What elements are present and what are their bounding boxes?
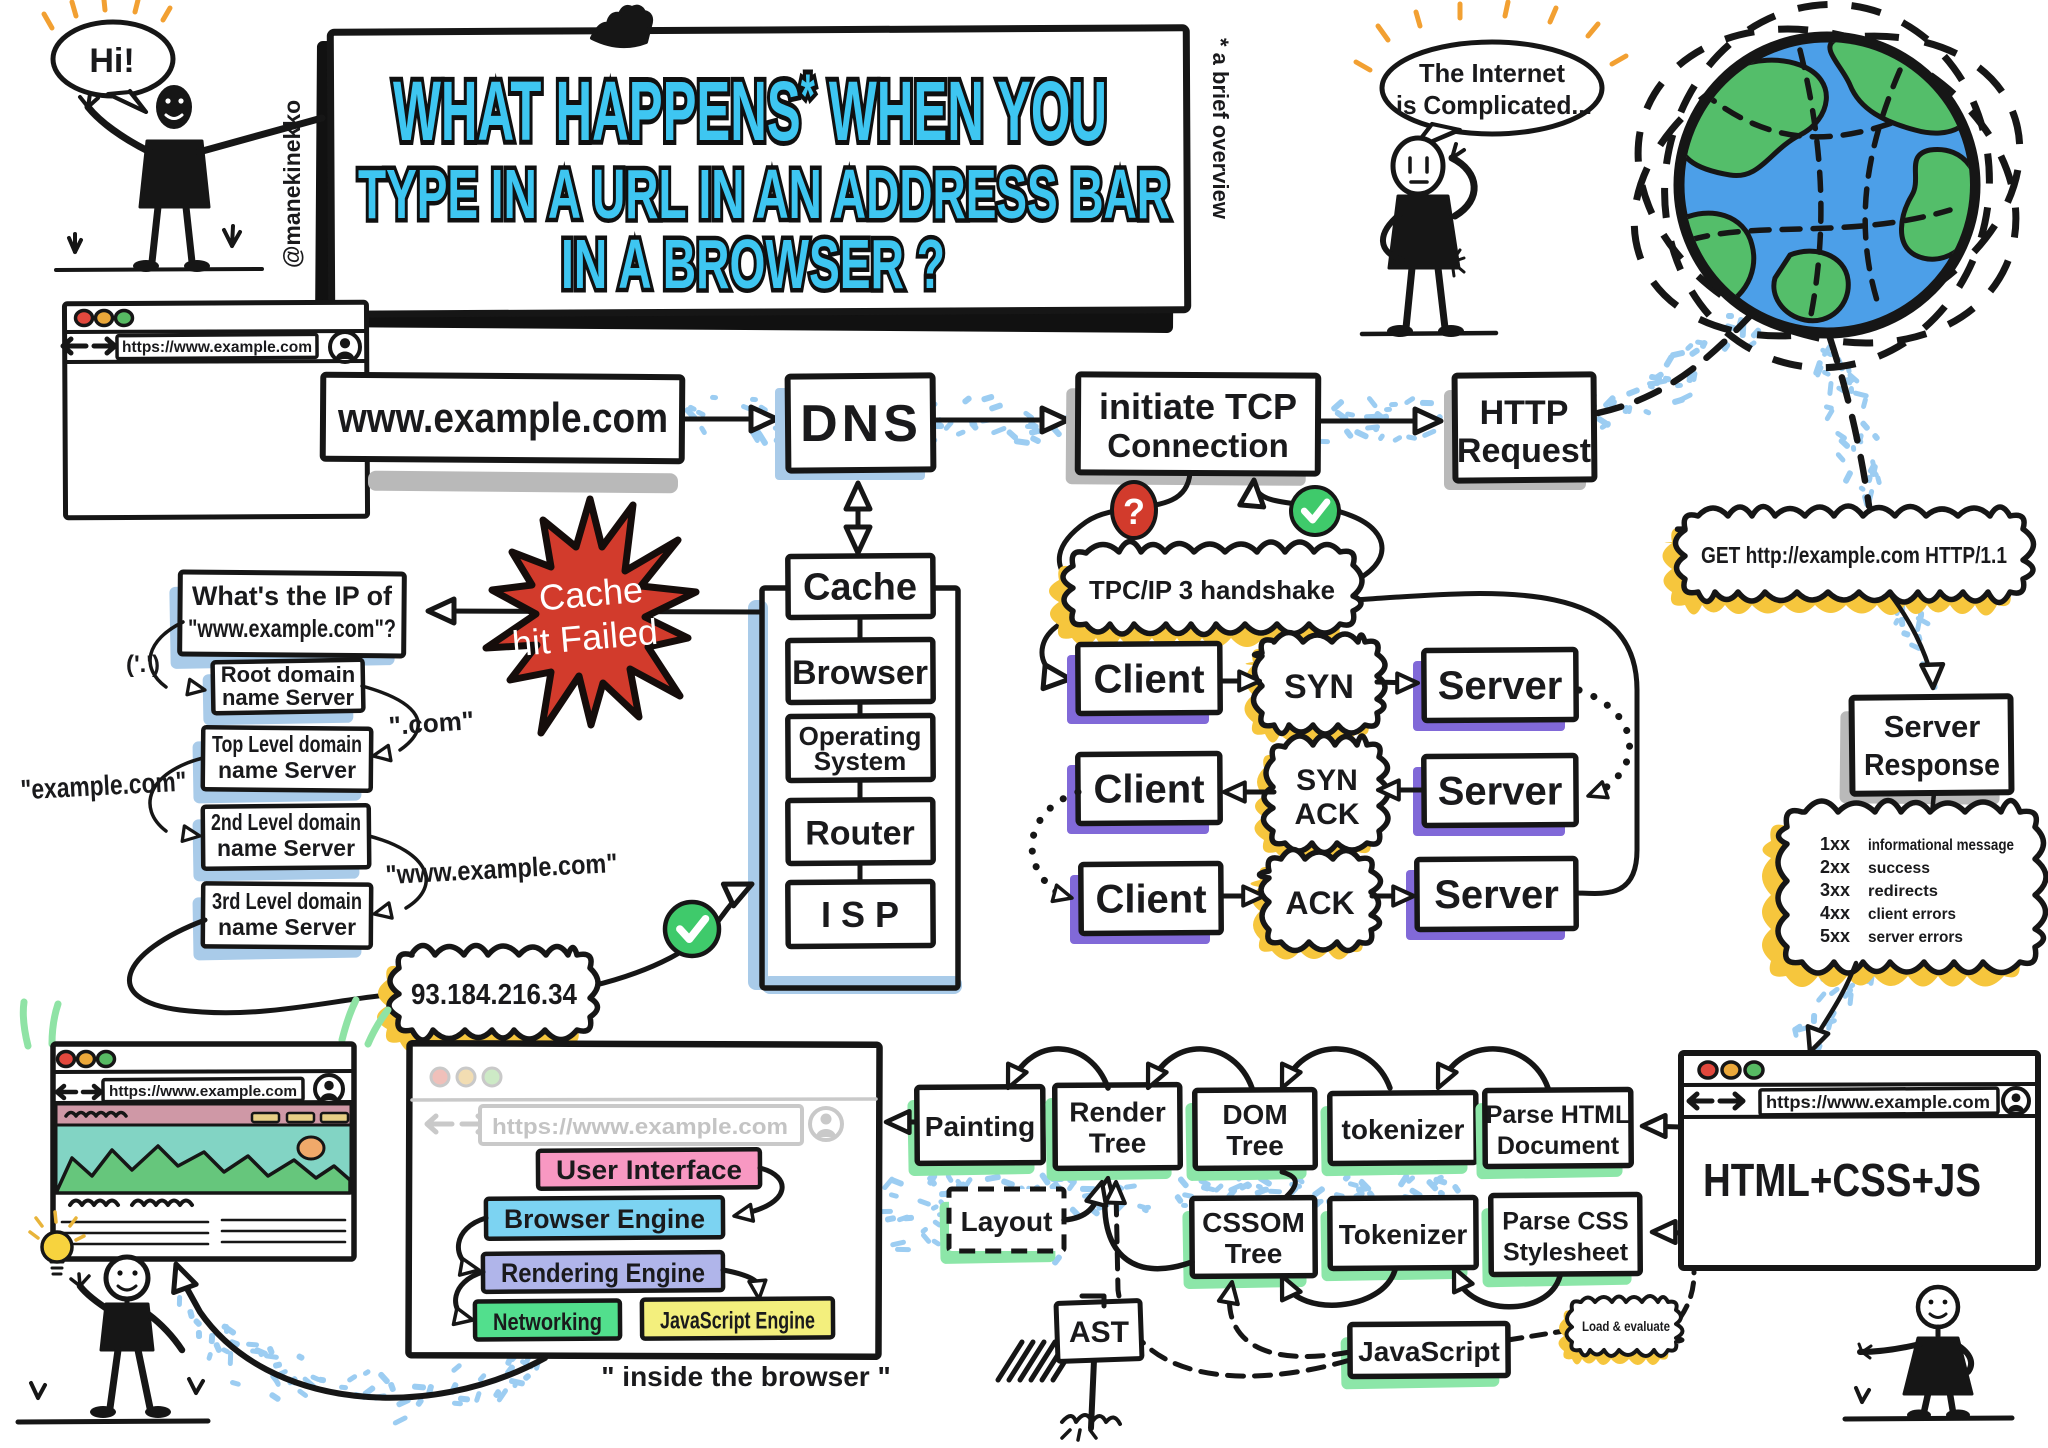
svg-text:https://www.example.com: https://www.example.com [122,339,312,356]
svg-text:informational message: informational message [1868,837,2014,854]
svg-text:https://www.example.com: https://www.example.com [109,1083,297,1100]
svg-text:Root domain: Root domain [221,662,355,687]
svg-text:System: System [814,746,907,776]
svg-text:redirects: redirects [1868,883,1938,900]
svg-text:Painting: Painting [925,1111,1035,1142]
svg-text:Server: Server [1434,873,1559,917]
svg-text:https://www.example.com: https://www.example.com [492,1114,788,1139]
svg-text:WHAT HAPPENS* WHEN YOU: WHAT HAPPENS* WHEN YOU [393,62,1107,158]
svg-text:I S P: I S P [821,894,899,935]
svg-text:Top Level domain: Top Level domain [212,731,362,757]
svg-text:ACK: ACK [1295,798,1360,831]
svg-text:4xx: 4xx [1820,903,1850,923]
svg-text:Browser: Browser [792,654,928,692]
svg-text:Server: Server [1438,770,1563,814]
svg-text:" inside the browser ": " inside the browser " [601,1361,891,1392]
svg-text:Stylesheet: Stylesheet [1503,1239,1629,1267]
svg-text:Client: Client [1093,768,1204,812]
svg-text:HTTP: HTTP [1480,394,1569,432]
svg-text:client errors: client errors [1868,906,1956,923]
svg-text:Rendering Engine: Rendering Engine [501,1258,705,1288]
svg-text:name Server: name Server [218,914,356,940]
svg-text:93.184.216.34: 93.184.216.34 [411,979,577,1011]
svg-text:Server: Server [1884,709,1981,744]
svg-text:Client: Client [1095,878,1206,922]
svg-text:('.'): ('.') [126,651,160,678]
svg-text:DOM: DOM [1222,1099,1287,1130]
svg-text:Tree: Tree [1225,1238,1283,1269]
svg-text:?: ? [1123,491,1145,532]
svg-text:Load & evaluate: Load & evaluate [1582,1319,1670,1334]
svg-text:initiate TCP: initiate TCP [1099,386,1297,427]
svg-text:What's the IP of: What's the IP of [192,581,393,611]
svg-text:success: success [1868,860,1930,877]
svg-text:Layout: Layout [961,1206,1053,1237]
svg-text:Router: Router [805,815,915,853]
svg-text:* a brief overview: * a brief overview [1208,38,1233,220]
svg-text:Cache: Cache [803,567,917,609]
svg-text:SYN: SYN [1296,764,1358,797]
svg-text:Networking: Networking [493,1309,602,1336]
svg-text:Response: Response [1864,747,2000,782]
svg-text:"www.example.com"?: "www.example.com"? [188,615,396,643]
svg-text:Parse HTML: Parse HTML [1486,1101,1630,1129]
svg-text:Tree: Tree [1226,1130,1284,1161]
svg-text:Hi!: Hi! [89,42,134,80]
svg-text:Document: Document [1497,1132,1620,1160]
svg-text:IN A BROWSER ?: IN A BROWSER ? [561,225,945,303]
svg-text:3rd Level domain: 3rd Level domain [212,888,362,914]
svg-text:Server: Server [1438,664,1563,708]
svg-text:TYPE IN A URL IN AN ADDRESS BA: TYPE IN A URL IN AN ADDRESS BAR [358,155,1170,233]
svg-text:1xx: 1xx [1820,834,1850,854]
svg-text:DNS: DNS [800,395,922,453]
svg-text:3xx: 3xx [1820,880,1850,900]
svg-text:ACK: ACK [1285,885,1354,921]
svg-text:Parse CSS: Parse CSS [1502,1208,1628,1236]
svg-text:Browser Engine: Browser Engine [504,1204,705,1234]
svg-text:name Server: name Server [218,757,356,783]
svg-text:TPC/IP 3 handshake: TPC/IP 3 handshake [1089,575,1335,605]
svg-text:Request: Request [1457,432,1591,470]
svg-text:www.example.com: www.example.com [337,394,668,441]
svg-text:2xx: 2xx [1820,857,1850,877]
svg-text:AST: AST [1069,1316,1129,1349]
svg-text:Render: Render [1069,1097,1166,1128]
svg-text:The Internet: The Internet [1419,58,1565,88]
svg-text:Tree: Tree [1089,1128,1147,1159]
svg-text:JavaScript Engine: JavaScript Engine [660,1308,815,1335]
svg-text:Connection: Connection [1107,427,1288,464]
svg-text:SYN: SYN [1284,668,1354,706]
svg-text:server errors: server errors [1868,929,1963,946]
svg-text:JavaScript: JavaScript [1358,1336,1500,1367]
svg-text:https://www.example.com: https://www.example.com [1766,1092,1990,1112]
svg-text:Tokenizer: Tokenizer [1339,1219,1468,1250]
svg-text:HTML+CSS+JS: HTML+CSS+JS [1703,1154,1981,1206]
svg-text:2nd Level domain: 2nd Level domain [211,809,361,835]
svg-text:name Server: name Server [217,835,355,861]
svg-text:CSSOM: CSSOM [1202,1207,1305,1238]
svg-text:is Complicated...: is Complicated... [1396,90,1592,120]
svg-text:name Server: name Server [222,685,355,710]
svg-text:".com": ".com" [388,705,475,741]
svg-text:GET http://example.com HTTP/: GET http://example.com HTTP/1.1 [1701,542,2007,568]
svg-text:Client: Client [1093,658,1204,702]
svg-text:User Interface: User Interface [556,1155,742,1185]
svg-text:Operating: Operating [799,721,922,751]
svg-text:Cache: Cache [537,569,644,619]
svg-text:tokenizer: tokenizer [1342,1114,1465,1145]
svg-text:5xx: 5xx [1820,926,1850,946]
